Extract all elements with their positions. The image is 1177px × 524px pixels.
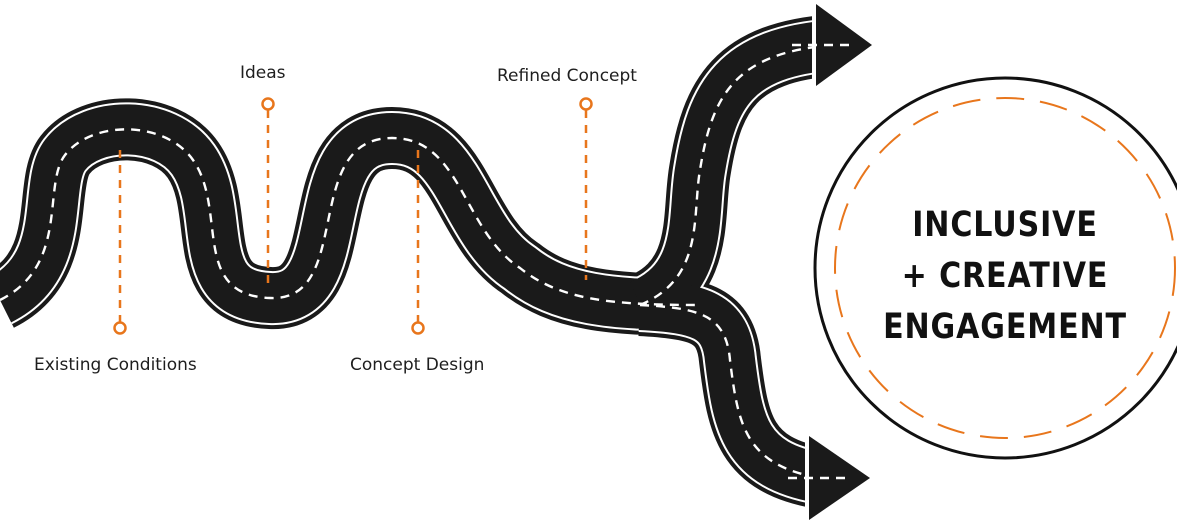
lower-arrowhead [788, 428, 878, 524]
milestone-label-ideas: Ideas [240, 63, 286, 83]
marker-ideas [261, 97, 275, 285]
marker-concept-design [411, 150, 425, 335]
goal-line-1: INCLUSIVE [912, 205, 1098, 245]
marker-existing-conditions [113, 150, 127, 335]
marker-refined-concept [579, 97, 593, 280]
goal-circle [813, 76, 1177, 460]
milestone-label-concept-design: Concept Design [350, 355, 485, 375]
goal-text: INCLUSIVE + CREATIVE ENGAGEMENT [879, 200, 1132, 353]
goal-line-2: + CREATIVE [901, 256, 1109, 296]
upper-arrowhead [792, 0, 880, 94]
goal-line-3: ENGAGEMENT [883, 307, 1127, 347]
milestone-label-existing-conditions: Existing Conditions [34, 355, 197, 375]
milestone-label-refined-concept: Refined Concept [497, 66, 637, 86]
